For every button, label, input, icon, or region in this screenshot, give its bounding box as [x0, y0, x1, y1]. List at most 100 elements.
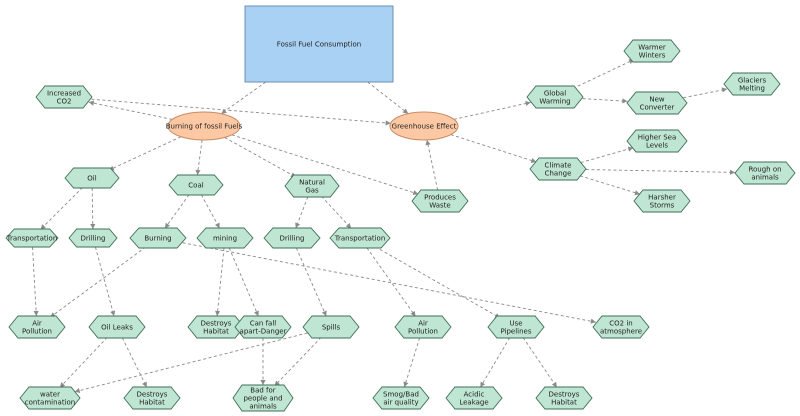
arrowhead — [385, 120, 391, 126]
edge-burning-to-co2-atmosphere — [182, 242, 596, 324]
edge-oil-leaks-to-water-contamination — [59, 337, 108, 388]
node-shape — [8, 315, 66, 339]
edge-burning-fossil-fuels-to-coal — [195, 139, 203, 176]
arrowhead — [214, 222, 220, 229]
arrowhead — [634, 190, 640, 196]
arrowhead — [729, 169, 736, 175]
node-label: Transportation — [6, 234, 58, 242]
node-shape — [244, 5, 394, 83]
node-label: Leakage — [459, 398, 488, 406]
node-label: Storms — [650, 201, 675, 209]
arrowhead — [110, 310, 116, 317]
node-shape — [168, 174, 224, 196]
node-shape — [129, 227, 187, 249]
node-label: Spills — [322, 323, 341, 331]
node-shape — [64, 167, 120, 189]
node-oil[interactable]: Oil — [64, 167, 120, 189]
node-label: Waste — [429, 201, 450, 209]
edge-air-pollution-gas-to-smog-bad-air — [403, 337, 421, 388]
arrowhead — [90, 223, 96, 230]
node-label: Pollution — [22, 327, 52, 335]
node-label: Converter — [640, 103, 675, 111]
node-label: Destroys — [137, 390, 168, 398]
node-burning-fossil-fuels[interactable]: Burning of fossil Fuels — [166, 111, 243, 141]
node-label: CO2 — [57, 97, 72, 105]
node-shape — [526, 85, 584, 109]
arrowhead — [164, 222, 170, 229]
node-label: Winters — [639, 51, 666, 59]
node-transportation-oil[interactable]: Transportation — [5, 228, 59, 248]
node-shape — [302, 315, 360, 339]
edge-transportation-gas-to-air-pollution-gas — [366, 247, 416, 317]
arrowhead — [403, 381, 409, 388]
node-label: contamination — [25, 398, 76, 406]
node-transportation-gas[interactable]: Transportation — [329, 227, 391, 249]
node-shape — [389, 111, 459, 141]
node-label: people and — [243, 394, 282, 402]
edge-mining-to-destroys-habitat-mining — [215, 247, 225, 317]
node-label: Change — [545, 169, 572, 177]
node-label: animals — [249, 402, 277, 410]
node-label: Warming — [539, 97, 570, 105]
edges-layer — [32, 59, 736, 394]
node-greenhouse-effect[interactable]: Greenhouse Effect — [389, 111, 459, 141]
node-label: Bad for — [250, 386, 276, 394]
node-mining[interactable]: mining — [196, 227, 254, 249]
arrowhead — [40, 224, 46, 230]
node-label: Pipelines — [500, 327, 531, 335]
edge-oil-leaks-to-destroys-habitat-oil — [121, 337, 148, 388]
node-label: Acidic — [464, 390, 485, 398]
node-label: animals — [751, 173, 779, 181]
edge-oil-to-transportation-oil — [40, 187, 83, 230]
node-oil-leaks[interactable]: Oil Leaks — [88, 315, 146, 339]
edge-global-warming-to-new-converter — [582, 98, 628, 104]
node-shape — [626, 129, 688, 153]
node-burning[interactable]: Burning — [129, 227, 187, 249]
arrowhead — [74, 388, 81, 394]
edge-spills-to-bad-for-people — [274, 336, 322, 387]
node-drilling-gas[interactable]: Drilling — [263, 227, 321, 249]
edge-global-warming-to-warmer-winters — [572, 59, 635, 89]
node-label: atmosphere — [600, 327, 642, 335]
node-label: Gas — [305, 186, 319, 194]
node-fossil-fuel-consumption[interactable]: Fossil Fuel Consumption — [244, 5, 394, 83]
arrowhead — [627, 146, 634, 152]
node-label: Oil — [87, 174, 96, 182]
arrowhead — [410, 310, 416, 317]
edge-natural-gas-to-drilling-gas — [295, 196, 309, 229]
node-spills[interactable]: Spills — [302, 315, 360, 339]
edge-increased-co2-to-greenhouse-effect — [91, 98, 391, 126]
arrowhead — [33, 310, 39, 317]
edge-greenhouse-effect-to-climate-change — [450, 134, 537, 163]
node-shape — [167, 111, 241, 141]
node-shape — [68, 228, 118, 248]
edge-burning-fossil-fuels-to-natural-gas — [224, 137, 297, 178]
node-label: Burning — [144, 234, 171, 242]
node-label: Use — [509, 319, 522, 327]
node-coal[interactable]: Coal — [168, 174, 224, 196]
node-drilling-oil[interactable]: Drilling — [68, 228, 118, 248]
